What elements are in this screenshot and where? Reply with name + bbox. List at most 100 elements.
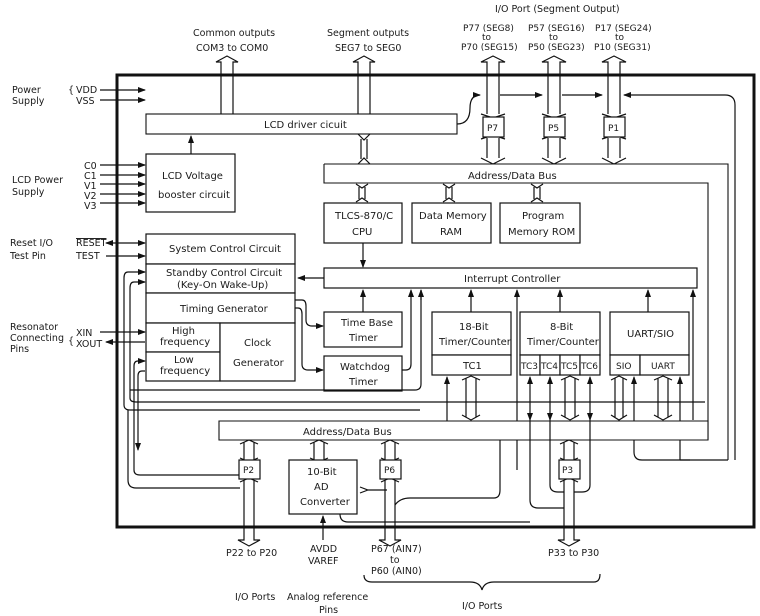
rom-label-2: Memory ROM xyxy=(508,227,575,238)
adc-label-1: 10-Bit xyxy=(307,467,337,478)
port-p6 xyxy=(379,459,402,480)
v1-pin: V1 xyxy=(84,181,97,192)
tc4-label: TC4 xyxy=(540,362,558,372)
p7-bus-arrow xyxy=(480,55,506,165)
wdt-label-2: Timer xyxy=(348,377,378,388)
uart-bus-arrow xyxy=(653,375,673,421)
p2-loop-line xyxy=(127,410,240,489)
test-pin-label: Test Pin xyxy=(9,251,46,262)
lcd-to-p7-line xyxy=(456,92,481,125)
p6-loop-line xyxy=(394,440,501,506)
p1-bus-arrow xyxy=(601,55,627,165)
vss-pin: VSS xyxy=(76,96,95,107)
tc6-label: TC6 xyxy=(580,362,598,372)
tc1-label: TC1 xyxy=(462,361,482,372)
adc-label-3: Converter xyxy=(300,497,351,508)
port-p7-label: P7 xyxy=(487,124,498,134)
watchdog-timer xyxy=(323,355,403,392)
standby-control-label-1: Standby Control Circuit xyxy=(166,268,282,279)
p2-bus-arrow xyxy=(237,439,261,547)
tc3-label: TC3 xyxy=(520,362,538,372)
clock-generator xyxy=(219,322,296,382)
tc1-bus-arrow xyxy=(461,375,481,421)
uart-sio-label: UART/SIO xyxy=(627,329,674,340)
adc-bus-arrow xyxy=(309,439,329,463)
standby-control-label-2: (Key-On Wake-Up) xyxy=(177,280,268,291)
xout-pin: XOUT xyxy=(76,339,102,350)
p6-to-adc-line xyxy=(359,486,387,494)
cpu-block xyxy=(323,202,403,244)
ad-converter xyxy=(288,459,358,515)
lcd-voltage-label-2: booster circuit xyxy=(158,190,230,201)
port-p3 xyxy=(558,459,581,480)
port-p3-label: P3 xyxy=(562,466,573,476)
power-supply-label-2: Supply xyxy=(12,96,45,107)
io-ports-bottom-label: I/O Ports xyxy=(462,601,502,612)
p1-range-top: P17 (SEG24) xyxy=(595,24,652,34)
p6-range-to: to xyxy=(390,555,400,566)
resonator-label-2: Connecting xyxy=(10,333,64,344)
reset-io-label: Reset I/O xyxy=(10,238,53,249)
port-p5 xyxy=(543,116,566,138)
timer18-label-1: 18-Bit xyxy=(459,322,489,333)
port-p6-label: P6 xyxy=(384,466,395,476)
port-p2 xyxy=(238,459,261,480)
segment-outputs-range: SEG7 to SEG0 xyxy=(335,43,401,54)
rom-block xyxy=(499,202,581,244)
timing-to-wdt-line xyxy=(295,307,324,373)
tc1-block xyxy=(431,354,512,376)
lcd-driver-circuit xyxy=(145,113,458,135)
adc-label-2: AD xyxy=(314,482,329,493)
p6-range-top: P67 (AIN7) xyxy=(371,544,422,555)
p5-range-bottom: P50 (SEG23) xyxy=(528,43,585,53)
io-port-segment-output-label: I/O Port (Segment Output) xyxy=(495,4,620,15)
timer18-label-2: Timer/Counter xyxy=(438,337,512,348)
p1-range-to: to xyxy=(615,33,625,43)
resonator-label-3: Pins xyxy=(10,344,29,355)
p2-range-label: P22 to P20 xyxy=(226,548,277,559)
high-frequency-block xyxy=(145,322,221,353)
high-freq-label-1: High xyxy=(172,326,195,337)
com-output-arrow xyxy=(215,55,239,114)
low-freq-loop-out xyxy=(135,370,145,451)
ram-label-1: Data Memory xyxy=(419,211,487,222)
interrupt-controller-label: Interrupt Controller xyxy=(464,274,561,285)
lcd-power-label-1: LCD Power xyxy=(12,175,63,186)
sio-label: SIO xyxy=(616,362,631,372)
rom-bus-arrow xyxy=(530,183,544,203)
timer-8bit xyxy=(519,311,601,356)
ram-block xyxy=(411,202,492,244)
p5-range-top: P57 (SEG16) xyxy=(528,24,585,34)
tc6-to-p3-line xyxy=(574,420,591,493)
tc3-to-p3-line xyxy=(529,420,564,509)
common-outputs-label: Common outputs xyxy=(193,28,275,39)
port-p1-label: P1 xyxy=(608,124,619,134)
timing-to-tbt-line xyxy=(295,299,324,329)
timer8-label-2: Timer/Counter xyxy=(526,337,600,348)
c1-pin: C1 xyxy=(84,171,97,182)
high-freq-label-2: frequency xyxy=(160,337,210,348)
ram-bus-arrow xyxy=(442,183,456,203)
seg-output-arrow xyxy=(352,55,376,114)
p7-range-to: to xyxy=(482,33,492,43)
segment-outputs-label: Segment outputs xyxy=(327,28,409,39)
lcd-voltage-label-1: LCD Voltage xyxy=(162,171,223,182)
port-p1 xyxy=(603,116,626,138)
test-pin: TEST xyxy=(75,251,100,262)
p5-bus-arrow xyxy=(541,55,567,165)
uart-block xyxy=(639,354,690,376)
interrupt-loop-line xyxy=(130,290,422,391)
lcd-voltage-booster xyxy=(145,153,236,213)
cpu-bus-arrow xyxy=(355,183,369,203)
p6-range-bottom: P60 (AIN0) xyxy=(371,566,422,577)
p1-range-bottom: P10 (SEG31) xyxy=(594,43,651,53)
timer-18bit xyxy=(431,311,512,356)
avdd-label: AVDD xyxy=(310,544,337,555)
v2-pin: V2 xyxy=(84,191,97,202)
address-data-bus-bottom-label: Address/Data Bus xyxy=(303,427,392,438)
io-ports-brace xyxy=(363,573,601,591)
timer8-label-1: 8-Bit xyxy=(550,322,573,333)
clock-generator-label-1: Clock xyxy=(244,338,271,349)
tc5-label: TC5 xyxy=(560,362,578,372)
